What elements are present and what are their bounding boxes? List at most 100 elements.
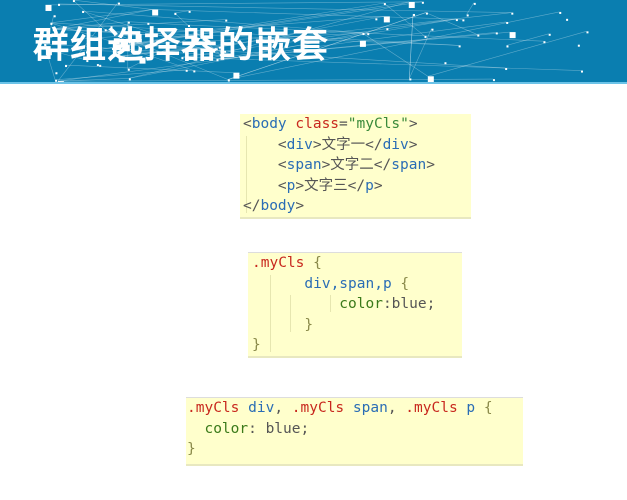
network-node bbox=[505, 68, 508, 71]
network-node bbox=[566, 18, 569, 21]
network-line bbox=[50, 9, 153, 24]
code-line: } bbox=[187, 439, 523, 460]
network-node bbox=[55, 72, 58, 75]
network-node bbox=[219, 54, 222, 57]
network-node bbox=[193, 70, 196, 73]
code-token-punct: > bbox=[295, 198, 305, 214]
code-token-punct: > bbox=[373, 177, 383, 194]
code-token-punct: : blue; bbox=[248, 420, 310, 437]
network-node bbox=[72, 0, 75, 3]
code-token-tag: div,span,p bbox=[252, 275, 392, 292]
network-line bbox=[152, 9, 463, 20]
network-line bbox=[55, 69, 186, 81]
network-node bbox=[577, 44, 580, 47]
network-node bbox=[181, 57, 184, 60]
network-node bbox=[115, 44, 122, 51]
network-node bbox=[50, 22, 53, 25]
network-node bbox=[225, 19, 228, 22]
code-token-brace: } bbox=[252, 337, 261, 353]
code-token-tag: body bbox=[260, 198, 296, 214]
network-node bbox=[127, 21, 130, 24]
network-node bbox=[123, 45, 130, 52]
network-line bbox=[427, 31, 587, 77]
network-line bbox=[52, 9, 153, 30]
network-node bbox=[147, 22, 150, 25]
network-node bbox=[386, 28, 389, 31]
network-line bbox=[128, 55, 222, 79]
code-token-tag: p bbox=[286, 177, 296, 194]
code-line: div,span,p { bbox=[252, 274, 462, 295]
network-line bbox=[127, 21, 129, 42]
code-token-selector: .myCls bbox=[187, 400, 240, 416]
network-node bbox=[127, 68, 130, 71]
network-background-graphic bbox=[43, 0, 589, 82]
code-token-punct: >文字一</ bbox=[312, 136, 383, 153]
network-line bbox=[216, 32, 496, 60]
network-line bbox=[85, 1, 422, 52]
code-token-tag: div bbox=[239, 400, 275, 416]
network-node bbox=[421, 1, 424, 4]
code-token-tag: p bbox=[457, 400, 476, 416]
network-node bbox=[76, 53, 79, 56]
network-node bbox=[375, 18, 378, 21]
network-line bbox=[82, 10, 368, 34]
code-token-punct: >文字二</ bbox=[321, 157, 392, 173]
network-node bbox=[99, 64, 102, 67]
network-line bbox=[50, 22, 459, 46]
network-line bbox=[181, 56, 581, 71]
network-line bbox=[362, 32, 428, 77]
network-node bbox=[444, 62, 447, 65]
network-node bbox=[548, 33, 551, 36]
code-token-attr: class bbox=[286, 116, 340, 132]
network-line bbox=[227, 11, 560, 80]
network-line bbox=[127, 21, 189, 26]
code-line: <p>文字三</p> bbox=[243, 176, 471, 197]
network-line bbox=[45, 48, 87, 61]
network-node bbox=[176, 53, 179, 56]
code-token-property: color bbox=[252, 296, 383, 312]
network-line bbox=[174, 10, 189, 14]
network-node bbox=[586, 31, 589, 34]
network-node bbox=[52, 29, 55, 32]
network-line bbox=[216, 18, 456, 60]
code-token-punct: < bbox=[243, 116, 252, 132]
code-token-punct: </ bbox=[243, 198, 261, 214]
code-token-brace: { bbox=[304, 255, 322, 271]
network-node bbox=[509, 32, 516, 39]
network-line bbox=[57, 40, 360, 82]
code-token-tag: p bbox=[365, 177, 374, 194]
network-node bbox=[111, 48, 114, 51]
network-node bbox=[227, 79, 230, 82]
network-line bbox=[104, 29, 228, 80]
code-token-punct: >文字三</ bbox=[295, 177, 366, 194]
network-line bbox=[174, 12, 222, 56]
network-node bbox=[44, 44, 47, 47]
network-node bbox=[543, 41, 546, 44]
network-line bbox=[409, 13, 414, 79]
network-line bbox=[466, 2, 475, 15]
network-node bbox=[55, 79, 58, 82]
code-token-punct: = bbox=[339, 116, 348, 132]
network-node bbox=[466, 14, 469, 17]
network-node bbox=[72, 39, 75, 42]
code-token-property: color bbox=[187, 420, 249, 437]
network-node bbox=[45, 4, 52, 11]
network-line bbox=[44, 43, 222, 56]
network-node bbox=[424, 35, 427, 38]
network-node bbox=[559, 11, 562, 14]
network-line bbox=[58, 3, 512, 13]
slide-header: 群组选择器的嵌套 bbox=[0, 0, 627, 84]
network-line bbox=[82, 10, 220, 55]
network-node bbox=[477, 34, 480, 37]
network-line bbox=[120, 41, 225, 52]
network-node bbox=[362, 33, 365, 36]
code-line: .myCls div, .myCls span, .myCls p { bbox=[187, 398, 523, 419]
network-line bbox=[65, 64, 234, 73]
network-node bbox=[427, 76, 434, 82]
code-line: <span>文字二</span> bbox=[243, 155, 471, 176]
network-line bbox=[127, 36, 192, 70]
code-token-brace: } bbox=[252, 316, 314, 333]
network-node bbox=[139, 57, 146, 64]
code-token-punct: < bbox=[243, 136, 287, 153]
network-node bbox=[65, 65, 68, 68]
